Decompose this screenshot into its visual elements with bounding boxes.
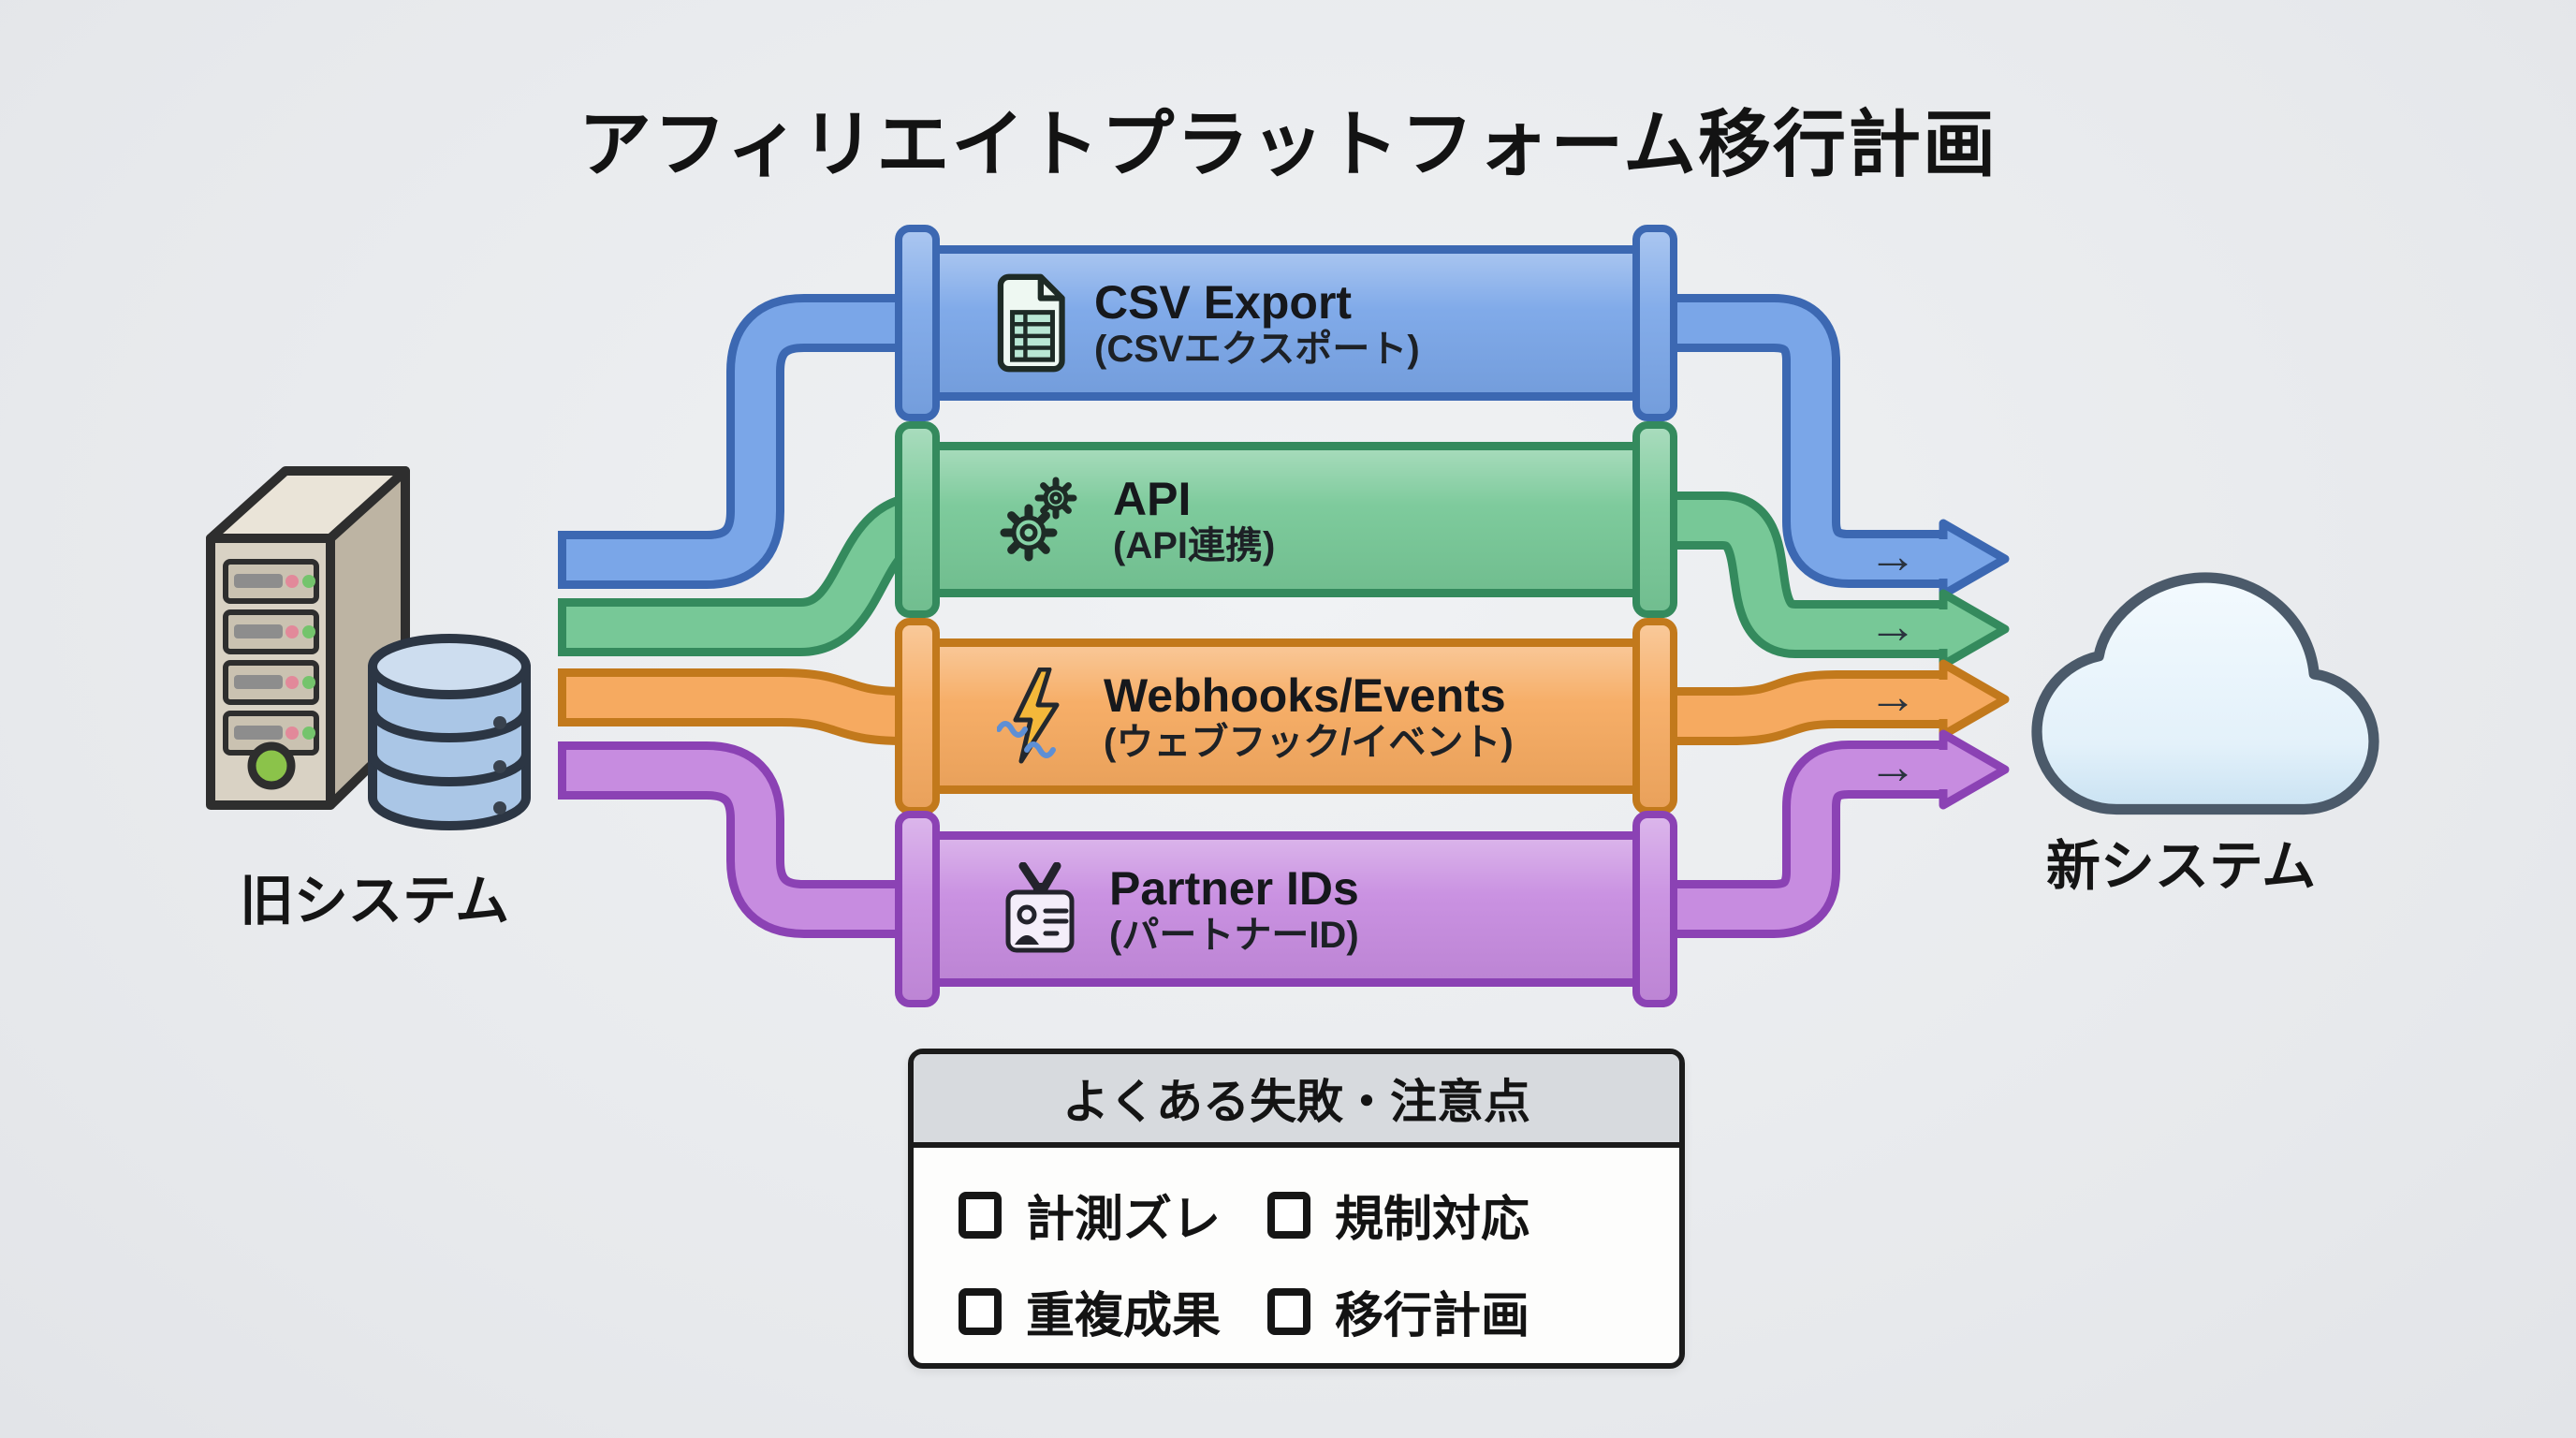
flow-arrow-glyph-partner: → [1868, 740, 1917, 795]
flow-arrow-glyph-csv: → [1868, 529, 1917, 584]
pipe-csv-flange-right [1632, 225, 1677, 421]
arrow-partner [1672, 729, 2010, 938]
checklist-items: 計測ズレ 規制対応 重複成果 移行計画 [914, 1148, 1679, 1346]
pipe-partner-flange-right [1632, 811, 1677, 1007]
pipe-webhooks: Webhooks/Events (ウェブフック/イベント) [925, 638, 1644, 794]
pipe-webhooks-flange-left [895, 618, 940, 814]
server-icon [206, 466, 410, 810]
checklist-item-label: 計測ズレ [1026, 1193, 1222, 1247]
pipe-csv-export: CSV Export (CSVエクスポート) [925, 245, 1644, 401]
checklist-item-migration-plan: 移行計画 [1267, 1276, 1661, 1346]
pipe-csv-label-jp: (CSVエクスポート) [1094, 328, 1420, 370]
page-title: アフィリエイトプラットフォーム移行計画 [578, 103, 1998, 185]
pipe-api-flange-left [895, 421, 940, 618]
checkbox-icon [1267, 1287, 1310, 1335]
checklist-item-measurement-drift: 計測ズレ [959, 1180, 1267, 1250]
arrow-csv [1672, 294, 2010, 599]
checklist-item-regulation: 規制対応 [1267, 1180, 1661, 1250]
checklist-item-label: 移行計画 [1335, 1289, 1530, 1343]
pipe-partner-ids: Partner IDs (パートナーID) [925, 831, 1644, 987]
pipe-partner-label-jp: (パートナーID) [1109, 914, 1359, 956]
checklist-box: よくある失敗・注意点 計測ズレ 規制対応 重複成果 移行計画 [908, 1049, 1685, 1369]
checkbox-icon [959, 1287, 1002, 1335]
pipe-webhooks-flange-right [1632, 618, 1677, 814]
pipe-webhooks-label-jp: (ウェブフック/イベント) [1104, 721, 1514, 763]
checklist-title: よくある失敗・注意点 [914, 1054, 1679, 1148]
checkbox-icon [959, 1191, 1002, 1239]
checklist-item-label: 規制対応 [1335, 1193, 1530, 1247]
cloud-icon [2031, 572, 2379, 815]
pipe-csv-flange-left [895, 225, 940, 421]
arrow-api [1672, 492, 2010, 669]
checklist-item-label: 重複成果 [1026, 1289, 1222, 1343]
lightning-icon [997, 668, 1060, 764]
id-badge-icon [1005, 862, 1075, 953]
arrow-webhooks [1672, 659, 2010, 745]
spreadsheet-file-icon [997, 273, 1065, 373]
pipe-api-flange-right [1632, 421, 1677, 618]
pipe-webhooks-label-en: Webhooks/Events [1104, 668, 1506, 722]
pipe-api: API (API連携) [925, 442, 1644, 597]
database-icon [368, 634, 531, 830]
pipe-api-label-jp: (API連携) [1113, 524, 1276, 566]
connector-webhooks-left [558, 668, 936, 745]
connector-csv-left [558, 294, 927, 589]
connector-partner-left [558, 741, 927, 938]
flow-arrow-glyph-webhooks: → [1868, 669, 1917, 725]
target-system-label: 新システム [2045, 836, 2317, 897]
checklist-item-duplicate-conversions: 重複成果 [959, 1276, 1267, 1346]
pipe-api-label-en: API [1113, 472, 1192, 525]
pipe-partner-label-en: Partner IDs [1109, 861, 1359, 915]
source-system-label: 旧システム [239, 871, 510, 932]
gears-icon [1000, 477, 1077, 562]
pipe-csv-label-en: CSV Export [1094, 275, 1353, 329]
pipe-partner-flange-left [895, 811, 940, 1007]
checkbox-icon [1267, 1191, 1310, 1239]
flow-arrow-glyph-api: → [1868, 599, 1917, 654]
